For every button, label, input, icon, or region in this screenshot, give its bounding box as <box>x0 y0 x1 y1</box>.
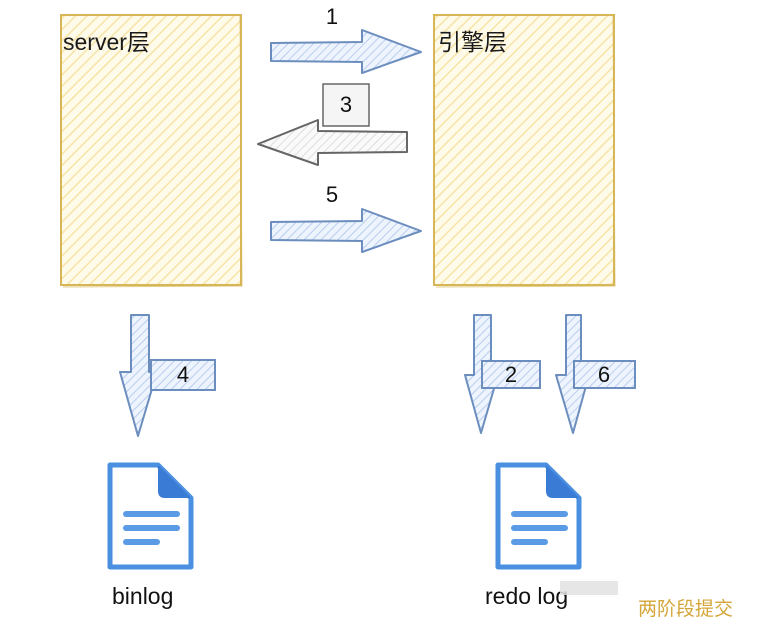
arrow-step-3 <box>257 119 408 166</box>
server-layer-label: server层 <box>63 29 150 55</box>
step-4-number: 4 <box>176 362 190 387</box>
binlog-label: binlog <box>112 583 174 609</box>
step-6-number: 6 <box>597 362 611 387</box>
step-2-number: 2 <box>504 362 518 387</box>
arrow-step-5 <box>270 208 422 253</box>
arrow-step-4 <box>119 314 216 437</box>
arrow-step-1 <box>270 29 422 74</box>
blur-patch <box>560 581 618 595</box>
step-3-number: 3 <box>339 92 353 117</box>
step-3-label-box <box>322 83 370 127</box>
arrow-step-2 <box>464 314 541 434</box>
binlog-document-icon <box>107 462 194 570</box>
watermark-text: 两阶段提交 <box>638 598 734 620</box>
redolog-label: redo log <box>485 583 569 609</box>
server-layer-box <box>60 14 243 288</box>
redolog-document-icon <box>495 462 582 570</box>
engine-layer-box <box>433 14 616 288</box>
engine-layer-label: 引擎层 <box>438 29 507 55</box>
step-5-number: 5 <box>325 182 339 207</box>
arrow-step-6 <box>555 314 636 434</box>
step-1-number: 1 <box>325 4 339 29</box>
